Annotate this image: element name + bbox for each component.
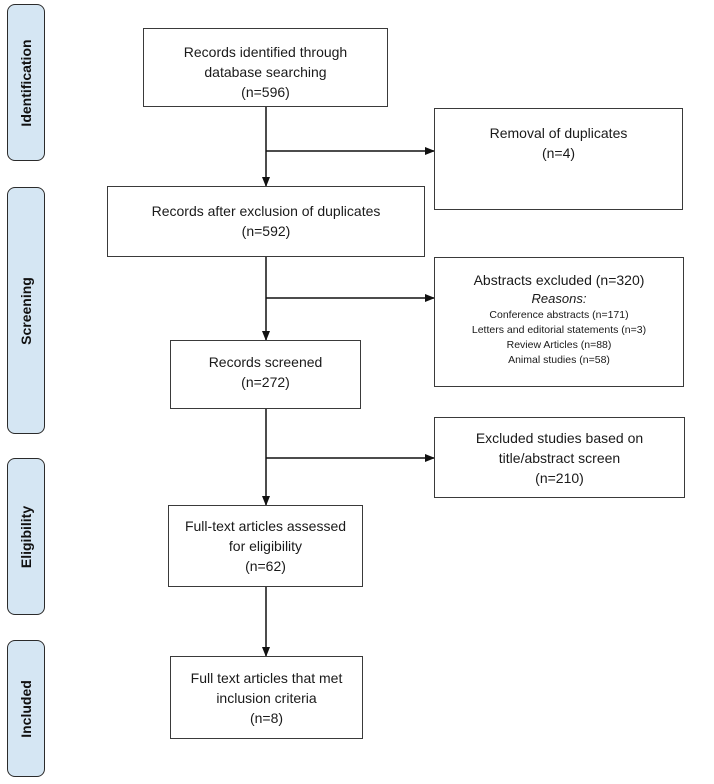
records-screened-line1: Records screened	[208, 354, 323, 370]
phase-included: Included	[7, 640, 45, 777]
exclusion-reason-item: Animal studies (n=58)	[508, 354, 610, 366]
records-identified-line2: database searching	[204, 64, 327, 80]
included-studies-count: (n=8)	[249, 710, 284, 726]
records-after-duplicates-line1: Records after exclusion of duplicates	[151, 203, 381, 219]
abstracts-excluded-reasons-label: Reasons:	[531, 291, 587, 306]
phase-screening: Screening	[7, 187, 45, 434]
records-identified-count: (n=596)	[241, 84, 290, 100]
excluded-title-abstract-line2: title/abstract screen	[498, 450, 621, 466]
excluded-title-abstract-count: (n=210)	[535, 470, 584, 486]
abstracts-excluded-title: Abstracts excluded (n=320)	[473, 272, 645, 288]
records-after-duplicates-box: Records after exclusion of duplicates (n…	[107, 186, 425, 257]
fulltext-assessed-count: (n=62)	[245, 558, 286, 574]
excluded-title-abstract-box: Excluded studies based on title/abstract…	[434, 417, 685, 498]
records-identified-box: Records identified through database sear…	[143, 28, 388, 107]
duplicates-removed-count: (n=4)	[541, 145, 576, 161]
fulltext-assessed-line1: Full-text articles assessed	[184, 518, 347, 534]
phase-eligibility: Eligibility	[7, 458, 45, 615]
records-screened-box: Records screened (n=272)	[170, 340, 361, 409]
included-studies-box: Full text articles that met inclusion cr…	[170, 656, 363, 739]
fulltext-assessed-box: Full-text articles assessed for eligibil…	[168, 505, 363, 587]
records-after-duplicates-count: (n=592)	[241, 223, 291, 239]
records-screened-count: (n=272)	[241, 374, 290, 390]
included-studies-line2: inclusion criteria	[216, 690, 317, 706]
exclusion-reason-item: Letters and editorial statements (n=3)	[471, 324, 647, 336]
duplicates-removed-box: Removal of duplicates (n=4)	[434, 108, 683, 210]
duplicates-removed-line1: Removal of duplicates	[489, 125, 628, 141]
phase-identification: Identification	[7, 4, 45, 161]
included-studies-line1: Full text articles that met	[190, 670, 343, 686]
fulltext-assessed-line2: for eligibility	[228, 538, 303, 554]
records-identified-line1: Records identified through	[183, 44, 348, 60]
exclusion-reason-item: Conference abstracts (n=171)	[489, 309, 629, 321]
exclusion-reason-item: Review Articles (n=88)	[506, 339, 612, 351]
excluded-title-abstract-line1: Excluded studies based on	[475, 430, 644, 446]
abstracts-excluded-box: Abstracts excluded (n=320) Reasons: Conf…	[434, 257, 684, 387]
